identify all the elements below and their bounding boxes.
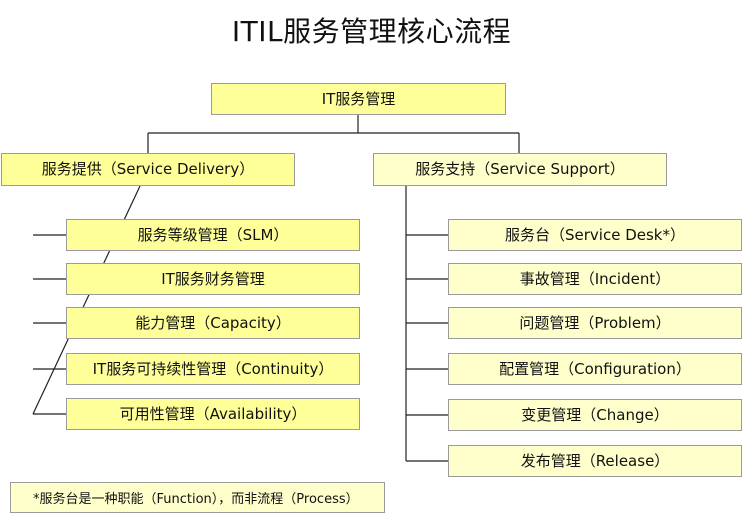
support-item-change: 变更管理（Change）: [448, 399, 742, 431]
support-item-release: 发布管理（Release）: [448, 445, 742, 477]
delivery-item-financial: IT服务财务管理: [66, 263, 360, 295]
support-item-configuration: 配置管理（Configuration）: [448, 353, 742, 385]
delivery-item-capacity: 能力管理（Capacity）: [66, 307, 360, 339]
support-item-problem: 问题管理（Problem）: [448, 307, 742, 339]
support-item-incident: 事故管理（Incident）: [448, 263, 742, 295]
delivery-item-slm: 服务等级管理（SLM）: [66, 219, 360, 251]
page-title: ITIL服务管理核心流程: [231, 15, 512, 48]
delivery-node: 服务提供（Service Delivery）: [1, 153, 295, 186]
footnote: *服务台是一种职能（Function），而非流程（Process）: [10, 482, 385, 513]
delivery-item-availability: 可用性管理（Availability）: [66, 398, 360, 430]
delivery-item-continuity: IT服务可持续性管理（Continuity）: [66, 353, 360, 385]
support-item-service-desk: 服务台（Service Desk*）: [448, 219, 742, 251]
support-node: 服务支持（Service Support）: [373, 153, 667, 186]
root-node: IT服务管理: [211, 83, 506, 115]
